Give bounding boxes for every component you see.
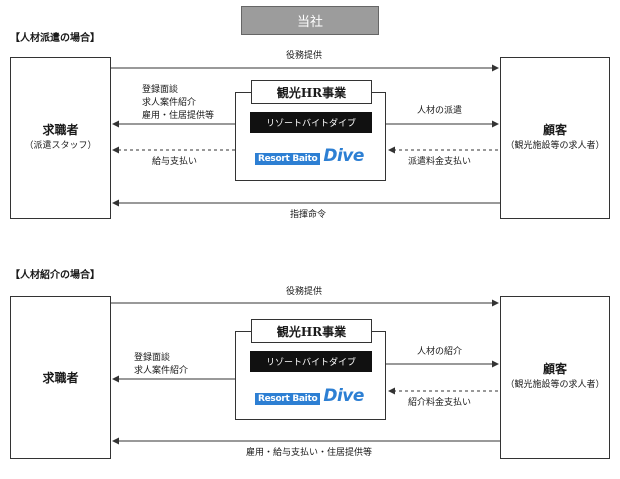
haken-resortbaito-logo: Resort Baito Dive (255, 146, 364, 166)
shokai-logo-dive: Dive (323, 386, 364, 406)
shokai-resortbaito-logo: Resort Baito Dive (255, 386, 364, 406)
haken-left-label-2: 求人案件紹介 (142, 98, 197, 108)
haken-logo-text: Resort Baito (255, 153, 321, 165)
haken-left-label-3: 雇用・住居提供等 (142, 111, 215, 121)
shokai-bottom-arrow-label: 雇用・給与支払い・住居提供等 (246, 448, 373, 458)
haken-dispatch-label: 人材の派遣 (417, 106, 463, 116)
haken-customer-subtitle: （観光施設等の求人者） (505, 141, 605, 151)
haken-top-arrow-label: 役務提供 (286, 51, 323, 61)
shokai-left-label-2: 求人案件紹介 (134, 366, 189, 376)
shokai-customer-box: 顧客 （観光施設等の求人者） (500, 296, 610, 459)
shokai-left-label-1: 登録面談 (134, 353, 171, 363)
haken-jobseeker-subtitle: （派遣スタッフ） (24, 141, 97, 151)
shokai-section-label: 【人材紹介の場合】 (10, 270, 100, 281)
haken-fee-label: 派遣料金支払い (408, 157, 472, 167)
shokai-intro-label: 人材の紹介 (417, 347, 463, 357)
haken-hr-title: 観光HR事業 (251, 80, 372, 104)
haken-left-label-1: 登録面談 (142, 85, 179, 95)
shokai-customer-subtitle: （観光施設等の求人者） (505, 380, 605, 390)
shokai-center-box (235, 331, 386, 420)
haken-logo-dive: Dive (323, 146, 364, 166)
shokai-jobseeker-box: 求職者 (10, 296, 111, 459)
company-title: 当社 (241, 6, 379, 35)
shokai-jobseeker-title: 求職者 (42, 371, 79, 385)
haken-service-bar: リゾートバイトダイブ (250, 112, 372, 133)
shokai-top-arrow-label: 役務提供 (286, 287, 323, 297)
haken-section-label: 【人材派遣の場合】 (10, 33, 100, 44)
haken-bottom-arrow-label: 指揮命令 (290, 210, 327, 220)
shokai-service-bar: リゾートバイトダイブ (250, 351, 372, 372)
shokai-logo-text: Resort Baito (255, 393, 321, 405)
shokai-fee-label: 紹介料金支払い (408, 398, 472, 408)
haken-jobseeker-box: 求職者 （派遣スタッフ） (10, 57, 111, 219)
haken-salary-label: 給与支払い (152, 157, 198, 167)
shokai-customer-title: 顧客 (542, 362, 567, 376)
haken-customer-box: 顧客 （観光施設等の求人者） (500, 57, 610, 219)
haken-center-box (235, 92, 386, 181)
haken-customer-title: 顧客 (542, 123, 567, 137)
haken-jobseeker-title: 求職者 (42, 123, 79, 137)
shokai-hr-title: 観光HR事業 (251, 319, 372, 343)
